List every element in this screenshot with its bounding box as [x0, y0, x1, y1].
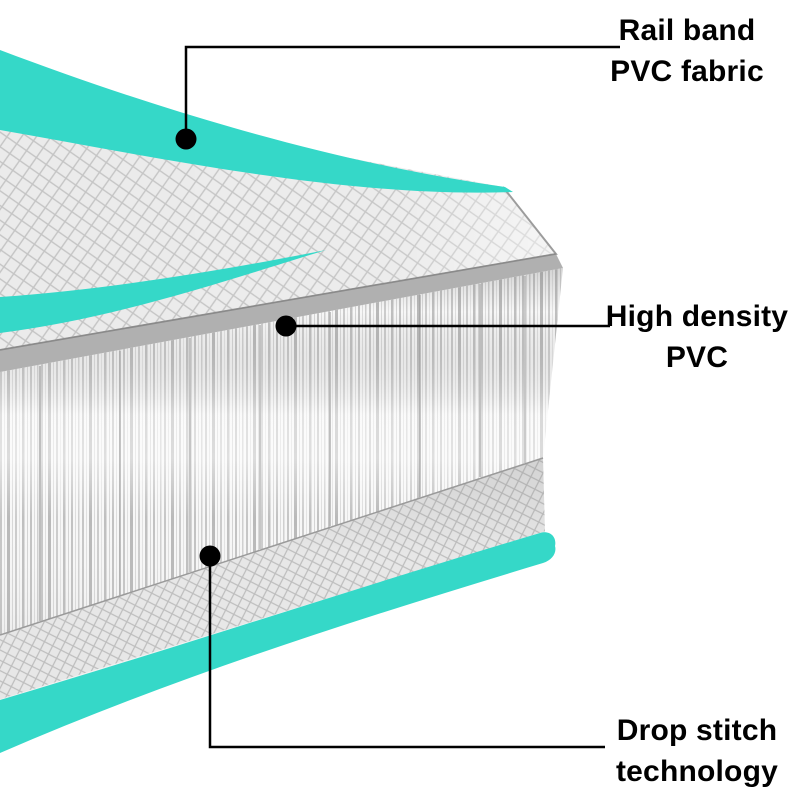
drop-stitch-threads: [0, 268, 563, 635]
callout-drop-stitch: [199, 545, 605, 749]
label-rail-band-line2: PVC fabric: [610, 55, 764, 88]
rail-band-swoosh: [0, 50, 513, 193]
callout-rail-band-dot: [175, 128, 197, 150]
top-sheet-edge: [0, 253, 563, 372]
callout-rail-band: [175, 45, 620, 150]
label-rail-band-line1: Rail band: [618, 14, 756, 47]
label-high-density-line2: PVC: [665, 341, 729, 374]
rail-band-left-edge: [0, 250, 326, 333]
callout-high-density-dot: [275, 315, 297, 337]
label-drop-stitch: Drop stitch technology: [587, 710, 800, 792]
bottom-sheet: [0, 457, 546, 701]
callout-drop-stitch-dot: [199, 545, 221, 567]
thread-accent-lines: [39, 276, 526, 621]
label-high-density: High density PVC: [587, 296, 800, 378]
bottom-rail-band: [0, 532, 556, 753]
label-drop-stitch-line1: Drop stitch: [616, 714, 778, 747]
callout-high-density: [275, 315, 610, 337]
label-drop-stitch-line2: technology: [615, 755, 778, 788]
label-rail-band: Rail band PVC fabric: [577, 10, 797, 92]
label-high-density-line1: High density: [605, 300, 789, 333]
